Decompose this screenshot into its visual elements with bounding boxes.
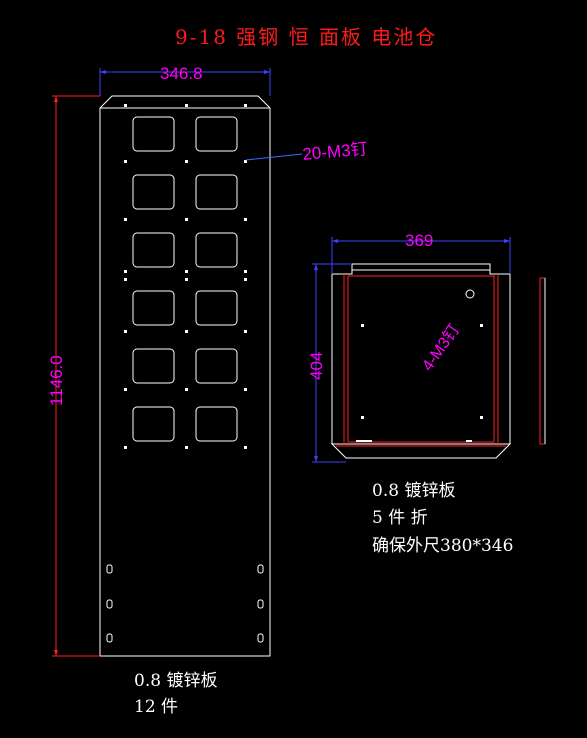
lower-slot-hole (106, 599, 113, 609)
screw-hole (124, 270, 127, 273)
screw-hole (124, 388, 127, 391)
right-screw-hole (361, 324, 364, 327)
screw-hole (244, 270, 247, 273)
right-note-line-3: 确保外尺380*346 (372, 536, 513, 556)
right-panel-inner-fold (347, 275, 495, 443)
screw-hole (185, 218, 188, 221)
battery-window (195, 232, 238, 268)
right-width-label: 369 (405, 231, 433, 250)
lower-slot-hole (257, 633, 264, 643)
left-panel-outline (99, 95, 271, 657)
drawing-title: 9-18 强钢 恒 面板 电池仓 (175, 25, 437, 49)
screw-hole (244, 446, 247, 449)
battery-window (195, 116, 238, 152)
left-screw-callout: 20-M3钉 (302, 139, 369, 164)
left-note-line-2: 12 件 (134, 697, 178, 717)
right-note-line-1: 0.8 镀锌板 (372, 481, 455, 501)
left-note-line-1: 0.8 镀锌板 (134, 671, 217, 691)
battery-window (132, 406, 175, 442)
right-height-dimension (312, 263, 352, 463)
screw-hole (244, 388, 247, 391)
left-panel-drawing: 346.8 1146.0 20-M3钉 0.8 镀锌板 12 件 (47, 64, 368, 717)
right-panel-drawing: 369 404 4-M3钉 0.8 镀锌板 5 件 折 确保外尺380*346 (307, 231, 546, 556)
right-screw-callout: 4-M3钉 (419, 321, 464, 374)
screw-hole (185, 388, 188, 391)
screw-hole (244, 160, 247, 163)
battery-window (132, 174, 175, 210)
right-panel-round-hole (465, 289, 475, 299)
right-screw-hole (361, 416, 364, 419)
lower-slot-group (106, 564, 264, 643)
left-screw-leader (245, 153, 303, 161)
right-panel-bottom-flange (330, 443, 512, 459)
battery-window (195, 290, 238, 326)
screw-hole (244, 330, 247, 333)
battery-window (195, 174, 238, 210)
battery-window (132, 348, 175, 384)
screw-hole (185, 278, 188, 281)
lower-slot-hole (257, 564, 264, 574)
left-width-label: 346.8 (160, 64, 203, 83)
lower-slot-hole (106, 633, 113, 643)
screw-hole (124, 160, 127, 163)
battery-window (132, 290, 175, 326)
lower-slot-hole (257, 599, 264, 609)
screw-hole (244, 218, 247, 221)
right-bottom-mark (466, 440, 472, 442)
left-height-label: 1146.0 (47, 355, 66, 406)
lower-slot-hole (106, 564, 113, 574)
screw-hole (185, 104, 188, 107)
screw-hole (124, 330, 127, 333)
screw-hole (185, 330, 188, 333)
screw-hole (185, 446, 188, 449)
screw-hole (124, 446, 127, 449)
right-screw-hole (480, 416, 483, 419)
screw-hole-group (124, 104, 247, 449)
screw-hole (244, 104, 247, 107)
battery-window-grid (132, 116, 238, 442)
screw-hole (185, 270, 188, 273)
left-height-dimension (52, 95, 100, 657)
right-note-line-2: 5 件 折 (372, 508, 428, 528)
screw-hole (124, 278, 127, 281)
right-screw-hole (480, 324, 483, 327)
right-panel-outer-outline (331, 263, 511, 445)
right-side-profile (539, 277, 546, 445)
battery-window (132, 232, 175, 268)
right-height-label: 404 (307, 352, 326, 380)
screw-hole (124, 104, 127, 107)
right-bottom-mark (356, 440, 372, 442)
screw-hole (244, 278, 247, 281)
screw-hole (185, 160, 188, 163)
right-width-dimension (331, 237, 511, 274)
battery-window (132, 116, 175, 152)
battery-window (195, 348, 238, 384)
screw-hole (124, 218, 127, 221)
left-width-dimension (99, 68, 271, 96)
battery-window (195, 406, 238, 442)
